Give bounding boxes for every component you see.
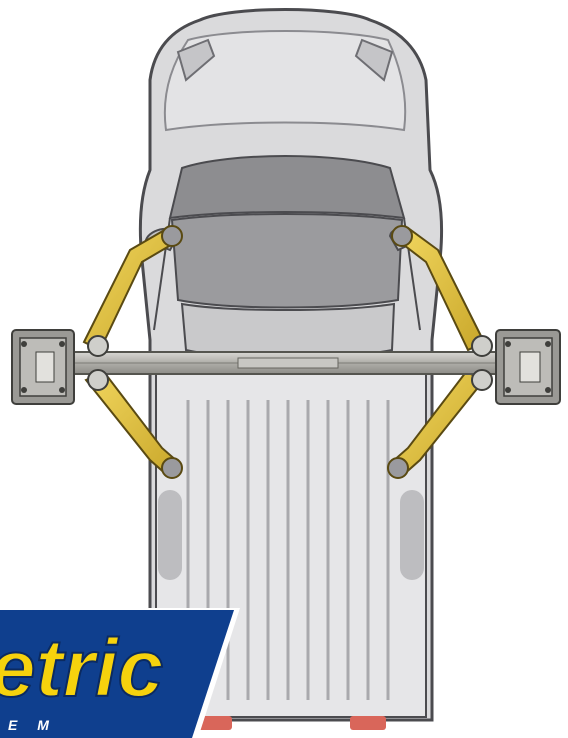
lift-pad [161, 457, 183, 479]
right-tail-light [350, 716, 386, 730]
windshield [168, 155, 406, 220]
left-wheel-well [158, 490, 182, 580]
rear-window [180, 302, 396, 359]
left-headlight [176, 38, 216, 82]
right-post-base [471, 329, 561, 405]
brand-banner: etric E M [0, 608, 240, 738]
brand-tagline: E M [8, 717, 57, 733]
right-wheel-well [400, 490, 424, 580]
cab-roof [170, 213, 404, 309]
left-post-base [11, 329, 109, 405]
hood-panel [163, 30, 407, 132]
lift-arms [82, 225, 486, 479]
lift-pad [161, 225, 183, 247]
lift-pad [387, 457, 409, 479]
left-tail-light [196, 716, 232, 730]
pickup-truck [138, 8, 443, 730]
crossbar [69, 351, 501, 375]
lift-pad [391, 225, 413, 247]
right-headlight [354, 38, 394, 82]
brand-logo-text: etric [0, 623, 163, 714]
